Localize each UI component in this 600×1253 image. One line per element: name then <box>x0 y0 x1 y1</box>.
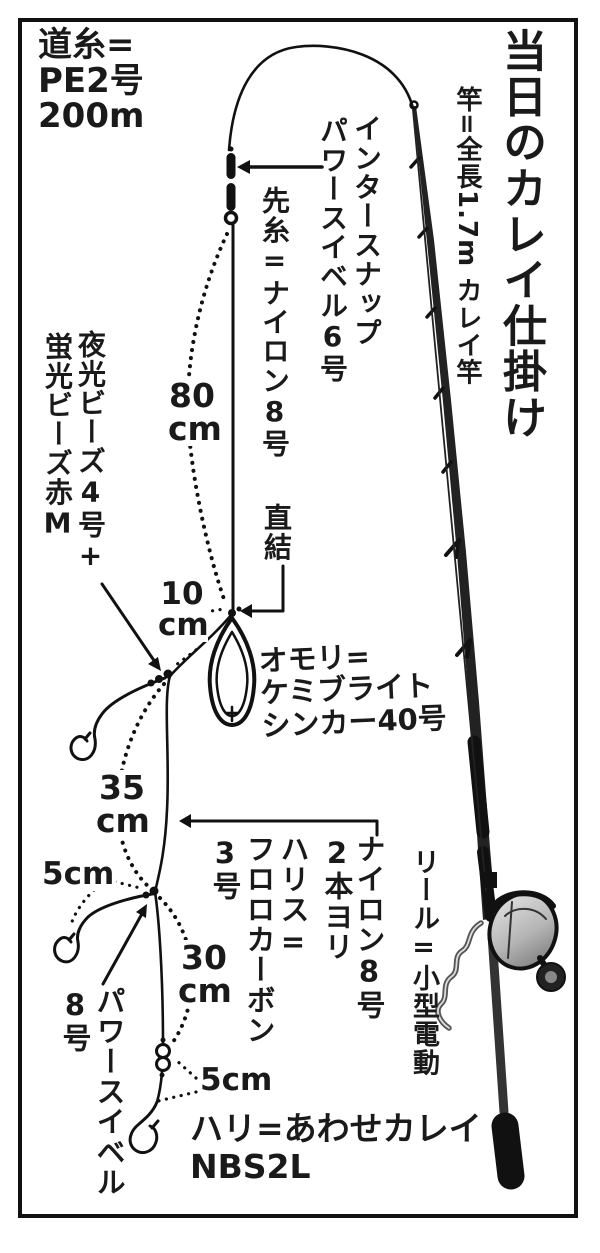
twisted-line-label-line2: 2本ヨリ <box>320 836 354 962</box>
main-line-label: 道糸= PE2号 200m <box>38 25 145 137</box>
beads-label-line2: 蛍光ビーズ赤M <box>41 332 74 541</box>
measure-10cm: 10 cm <box>156 576 209 643</box>
leader-line-label: 先糸=ナイロン8号 <box>258 186 291 459</box>
reel-drawing <box>435 872 566 1031</box>
arrows-and-pointers <box>69 160 379 1104</box>
measure-5cm-lower: 5cm <box>198 1062 275 1098</box>
snap-swivel-drawing <box>223 146 239 226</box>
hook-label: ハリ=あわせカレイ NBS2L <box>190 1109 482 1186</box>
twisted-line-label-line1: ナイロン8号 <box>352 834 386 1020</box>
reel-label: リール=小型電動 <box>408 848 439 1077</box>
hook-drawings <box>53 669 173 1154</box>
beads-label-line1: 夜光ビーズ4号+ <box>74 330 107 573</box>
harisu-label-line3: 3号 <box>208 836 242 902</box>
sinker-drawing <box>207 606 257 727</box>
direct-tie-label: 直結 <box>260 503 293 562</box>
page-title: 当日のカレイ仕掛け <box>495 28 546 440</box>
rod-spec-label: 竿=全長1.7m カレイ竿 <box>452 86 482 386</box>
rod-drawing <box>409 100 525 1190</box>
snap-swivel-label-line1: インタースナップ <box>350 114 383 347</box>
snap-swivel-label-line2: パワースイベル6号 <box>316 116 349 384</box>
harisu-label-line2: フロロカーボン <box>242 834 276 1046</box>
measure-30cm: 30 cm <box>176 938 232 1010</box>
power-swivel-label-line2: 8号 <box>58 988 92 1054</box>
sinker-label: オモリ= ケミブライト シンカー40号 <box>257 639 448 743</box>
harisu-label-line1: ハリス= <box>276 834 310 960</box>
measure-35cm: 35 cm <box>94 768 150 840</box>
power-swivel-label-line1: パワースイベル <box>92 986 126 1198</box>
measure-80cm: 80 cm <box>166 376 222 448</box>
measure-5cm-upper: 5cm <box>40 856 117 892</box>
